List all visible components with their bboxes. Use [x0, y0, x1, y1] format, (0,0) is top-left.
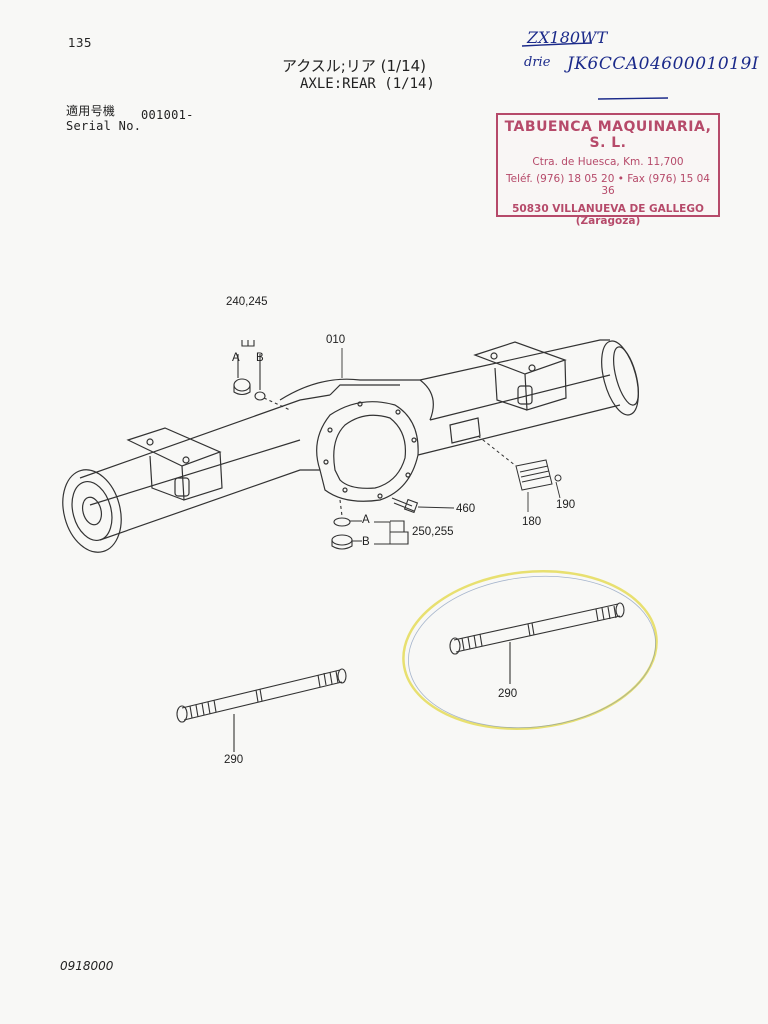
stamp-city: 50830 VILLANUEVA DE GALLEGO (Zaragoza)	[512, 203, 704, 227]
highlight-circle	[402, 570, 658, 730]
company-stamp: TABUENCA MAQUINARIA, S. L. Ctra. de Hues…	[496, 113, 720, 227]
callout-190: 190	[556, 499, 576, 511]
plug-bottom	[331, 497, 455, 550]
callout-250-255: 250,255	[412, 526, 454, 538]
ab-bracket	[374, 521, 408, 545]
callout-a-top: A	[232, 352, 240, 364]
axle-shaft-left	[176, 668, 347, 752]
nameplate-part	[477, 435, 562, 491]
serial-value: 001001-	[141, 108, 194, 122]
stamp-phone: Teléf. (976) 18 05 20 • Fax (976) 15 04 …	[506, 173, 710, 197]
handwritten-model: ZX180WT	[527, 28, 608, 47]
handwriting-underlines	[521, 42, 669, 100]
stamp-address: Ctra. de Huesca, Km. 11,700	[532, 156, 684, 168]
plug-top	[233, 340, 291, 411]
callout-460: 460	[456, 503, 476, 515]
serial-label: Serial No.	[66, 119, 142, 133]
title-japanese: アクスル;リア (1/14)	[282, 57, 427, 75]
callout-010: 010	[326, 334, 346, 346]
title-english: AXLE:REAR (1/14)	[300, 76, 435, 92]
stamp-company: TABUENCA MAQUINARIA, S. L.	[504, 119, 712, 151]
page-number: 135	[68, 36, 92, 50]
callout-b-bottom: B	[362, 536, 370, 548]
applicable-model-label: 適用号機	[66, 104, 116, 118]
axle-shaft-right	[449, 602, 625, 684]
leader-lines	[341, 348, 561, 512]
callout-290-right: 290	[498, 688, 518, 700]
callout-b-top: B	[256, 352, 264, 364]
highlight-circle-inner	[408, 575, 656, 729]
handwritten-serial: JK6CCA0460001019I	[567, 54, 759, 74]
callout-240-245: 240,245	[226, 296, 268, 308]
footer-code: 0918000	[60, 959, 114, 973]
callout-a-bottom: A	[362, 514, 370, 526]
handwritten-prefix: drie	[524, 55, 551, 70]
axle-housing	[62, 339, 639, 553]
callout-290-left: 290	[224, 754, 244, 766]
callout-180: 180	[522, 516, 542, 528]
